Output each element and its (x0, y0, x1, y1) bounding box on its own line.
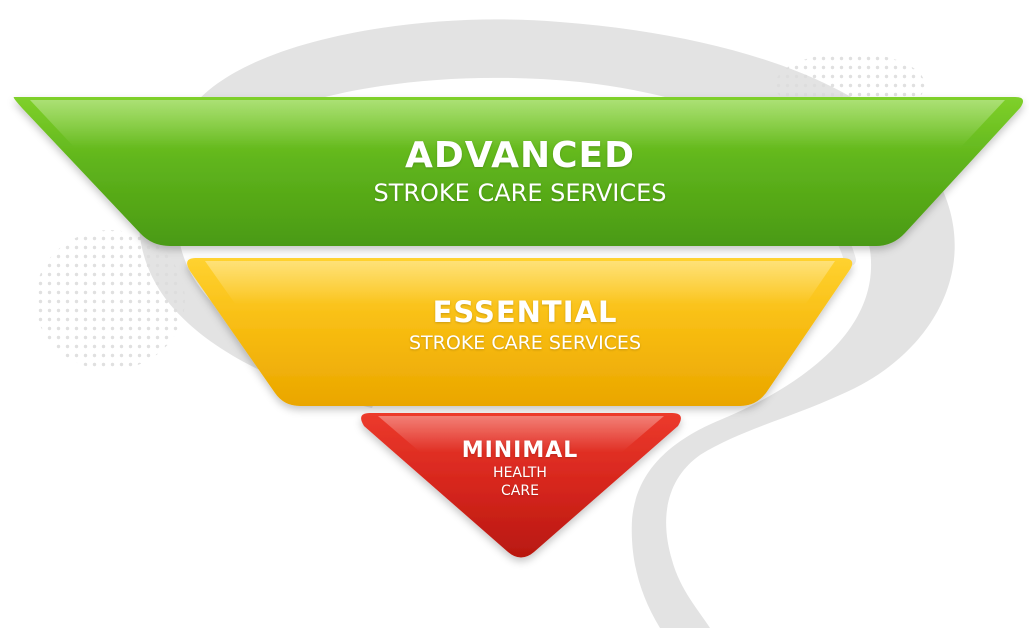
tier-advanced-subtitle: STROKE CARE SERVICES (373, 179, 667, 207)
tier-minimal-label: MINIMAL HEALTH CARE (430, 438, 610, 500)
tier-essential-title: ESSENTIAL (432, 295, 618, 329)
tier-minimal-subtitle-line2: CARE (501, 483, 539, 499)
tier-advanced-label: ADVANCED STROKE CARE SERVICES (300, 136, 740, 208)
tier-essential-shape (187, 258, 853, 406)
tier-essential-label: ESSENTIAL STROKE CARE SERVICES (340, 295, 710, 355)
tier-minimal-shape (361, 413, 681, 558)
dot-cluster-left (35, 230, 185, 370)
tier-essential-highlight (205, 261, 835, 305)
tier-minimal-highlight (378, 416, 664, 452)
tier-essential-subtitle: STROKE CARE SERVICES (409, 332, 641, 354)
tier-advanced-highlight (30, 100, 1005, 148)
tier-advanced-shape (13, 97, 1024, 246)
tier-minimal-subtitle-line1: HEALTH (493, 465, 547, 481)
tier-minimal-title: MINIMAL (461, 438, 579, 463)
tier-advanced-title: ADVANCED (404, 135, 636, 176)
